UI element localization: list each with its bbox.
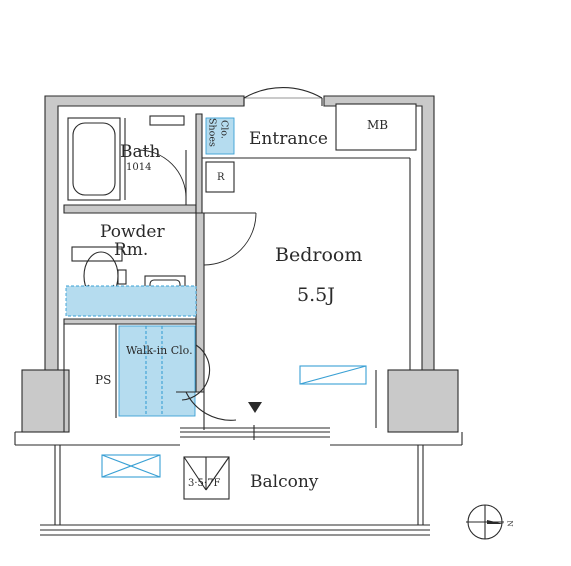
bathtub xyxy=(67,115,185,201)
refrigerator-box xyxy=(205,161,235,193)
balcony-label: Balcony xyxy=(250,472,319,492)
left-pillar xyxy=(21,369,70,433)
bath-size: 1014 xyxy=(126,162,152,173)
powder-label-2: Rm. xyxy=(114,240,149,260)
right-pillar xyxy=(387,369,459,433)
ladder-label: 3·5·7F xyxy=(188,478,221,489)
interior-walls xyxy=(63,103,417,432)
powder-door xyxy=(203,212,257,266)
shoes-label-1: Shoes xyxy=(206,118,218,147)
ps-label: PS xyxy=(95,373,112,387)
compass-north-label: N xyxy=(505,520,514,527)
walkin-label: Walk-in Clo. xyxy=(126,344,193,357)
bath-door xyxy=(137,149,187,205)
entrance-door xyxy=(243,87,323,106)
balcony xyxy=(40,445,430,536)
outer-walls xyxy=(14,95,463,446)
storage-areas xyxy=(65,117,235,417)
bedroom-size: 5.5J xyxy=(297,284,335,306)
entrance-arrow-icon xyxy=(248,402,262,413)
refrigerator-label: R xyxy=(217,172,225,183)
mb-label: MB xyxy=(367,118,389,132)
bedroom-label: Bedroom xyxy=(275,244,363,266)
powder-label-1: Powder xyxy=(100,222,165,242)
window-bottom xyxy=(180,425,330,440)
entrance-label: Entrance xyxy=(249,129,328,149)
shoes-label-2: Clo. xyxy=(218,120,230,139)
bath-label: Bath xyxy=(120,142,161,162)
ac-unit-bedroom xyxy=(299,365,367,385)
compass-icon xyxy=(466,504,504,540)
walkin-door xyxy=(176,344,237,421)
